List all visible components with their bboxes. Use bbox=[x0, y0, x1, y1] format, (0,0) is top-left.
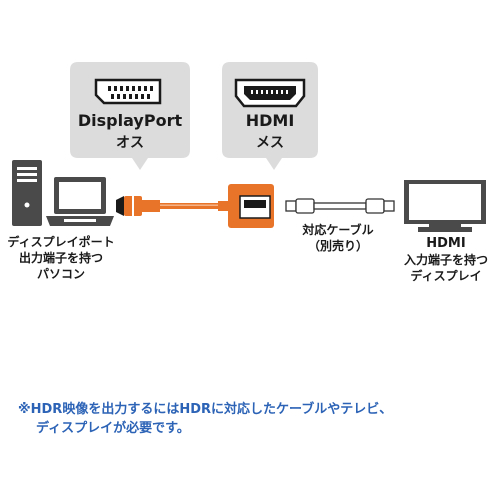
pc-caption-line2: 出力端子を持つ bbox=[18, 251, 103, 265]
displayport-label-line2: オス bbox=[116, 135, 144, 151]
cable-caption-line2: （別売り） bbox=[307, 239, 368, 253]
display-caption-line3: ディスプレイ bbox=[410, 269, 482, 283]
cable-caption-line1: 対応ケーブル bbox=[302, 223, 374, 237]
displayport-label: DisplayPort オス bbox=[70, 110, 190, 154]
hdmi-female-label: HDMI メス bbox=[222, 110, 318, 154]
adapter-icon bbox=[116, 184, 274, 228]
displayport-label-line1: DisplayPort bbox=[77, 111, 183, 130]
hdmi-female-label-line1: HDMI bbox=[245, 111, 295, 130]
display-icon bbox=[404, 180, 486, 232]
display-caption: HDMI 入力端子を持つ ディスプレイ bbox=[394, 236, 498, 284]
hdmi-cable-icon bbox=[285, 198, 395, 214]
hdr-note-line1: ※HDR映像を出力するにはHDRに対応したケーブルやテレビ、 bbox=[18, 402, 393, 417]
cable-caption: 対応ケーブル （別売り） bbox=[290, 222, 386, 254]
laptop-icon bbox=[46, 177, 114, 226]
display-caption-line2: 入力端子を持つ bbox=[403, 253, 488, 267]
hdr-note-line2: ディスプレイが必要です。 bbox=[36, 421, 190, 436]
pc-caption-line3: パソコン bbox=[36, 267, 85, 281]
pc-caption-line1: ディスプレイポート bbox=[7, 235, 115, 249]
hdr-note: ※HDR映像を出力するにはHDRに対応したケーブルやテレビ、 ディスプレイが必要… bbox=[18, 400, 488, 438]
display-caption-line1: HDMI bbox=[426, 236, 466, 251]
pc-tower-icon bbox=[12, 160, 42, 226]
hdmi-connector-icon bbox=[234, 78, 306, 108]
pc-caption: ディスプレイポート 出力端子を持つ パソコン bbox=[0, 234, 122, 282]
hdmi-female-label-line2: メス bbox=[256, 135, 284, 151]
displayport-connector-icon bbox=[94, 78, 162, 105]
